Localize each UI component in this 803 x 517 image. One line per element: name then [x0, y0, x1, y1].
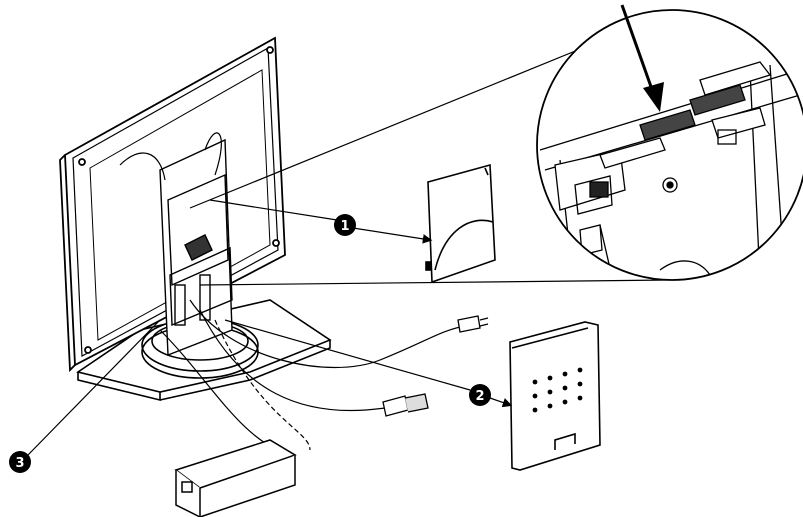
- svg-text:1: 1: [340, 219, 349, 234]
- leader-lines: [27, 199, 513, 456]
- monitor-cables: [119, 132, 471, 456]
- cover-part-2: [509, 321, 601, 471]
- pointer-arrow: [620, 4, 664, 112]
- cover-part-1: [425, 163, 496, 284]
- monitor-stand-column: [159, 138, 233, 357]
- power-plug: [457, 315, 489, 333]
- signal-connector: [382, 393, 429, 417]
- callout-1: 1: [334, 214, 356, 236]
- callout-3: 3: [9, 451, 31, 473]
- power-adapter: [174, 439, 297, 517]
- svg-text:2: 2: [475, 389, 484, 404]
- zoom-lines: [189, 44, 671, 286]
- svg-text:3: 3: [15, 456, 24, 471]
- zoom-detail-circle: [536, 9, 803, 281]
- callout-2: 2: [469, 384, 491, 406]
